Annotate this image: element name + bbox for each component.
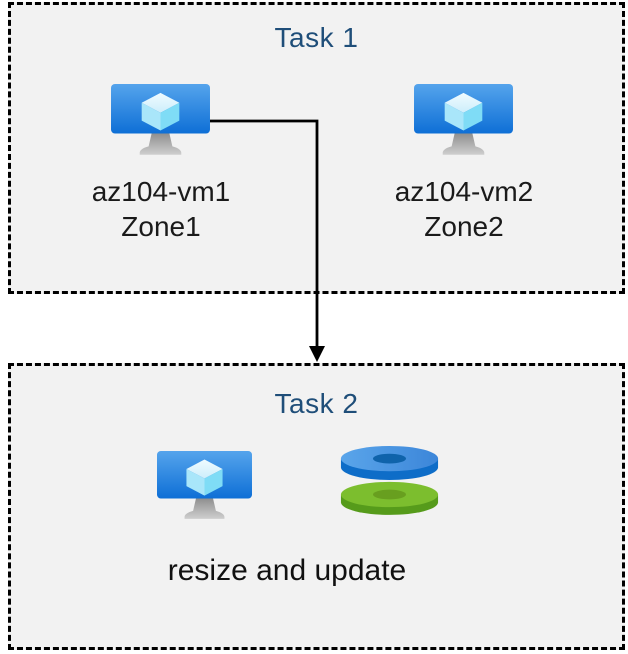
monitor-stand bbox=[139, 133, 182, 155]
cube-glyph bbox=[444, 92, 483, 131]
vm1-name: az104-vm1 bbox=[91, 176, 231, 207]
monitor-stand bbox=[184, 498, 225, 519]
vm2-name: az104-vm2 bbox=[394, 176, 534, 207]
green-disk bbox=[340, 481, 439, 515]
task2-title: Task 2 bbox=[274, 388, 359, 419]
blue-disk bbox=[340, 445, 439, 480]
task1-title: Task 1 bbox=[274, 22, 359, 53]
cube-glyph bbox=[186, 459, 223, 496]
managed-disks-icon bbox=[340, 445, 439, 515]
vm2-virtual-machine-icon bbox=[414, 84, 513, 155]
task2-caption: resize and update bbox=[167, 554, 407, 587]
monitor-stand bbox=[442, 133, 485, 155]
cube-glyph bbox=[141, 92, 180, 131]
arrowhead-down-icon bbox=[309, 346, 325, 362]
vm1-zone: Zone1 bbox=[121, 211, 201, 242]
task2-box bbox=[8, 363, 625, 650]
task2-virtual-machine-icon bbox=[157, 451, 252, 519]
vm2-zone: Zone2 bbox=[424, 211, 504, 242]
elbow-arrow-connector bbox=[210, 119, 325, 362]
vm2-label: az104-vm2 Zone2 bbox=[359, 174, 569, 244]
vm1-label: az104-vm1 Zone1 bbox=[56, 174, 266, 244]
vm1-virtual-machine-icon bbox=[111, 84, 210, 155]
